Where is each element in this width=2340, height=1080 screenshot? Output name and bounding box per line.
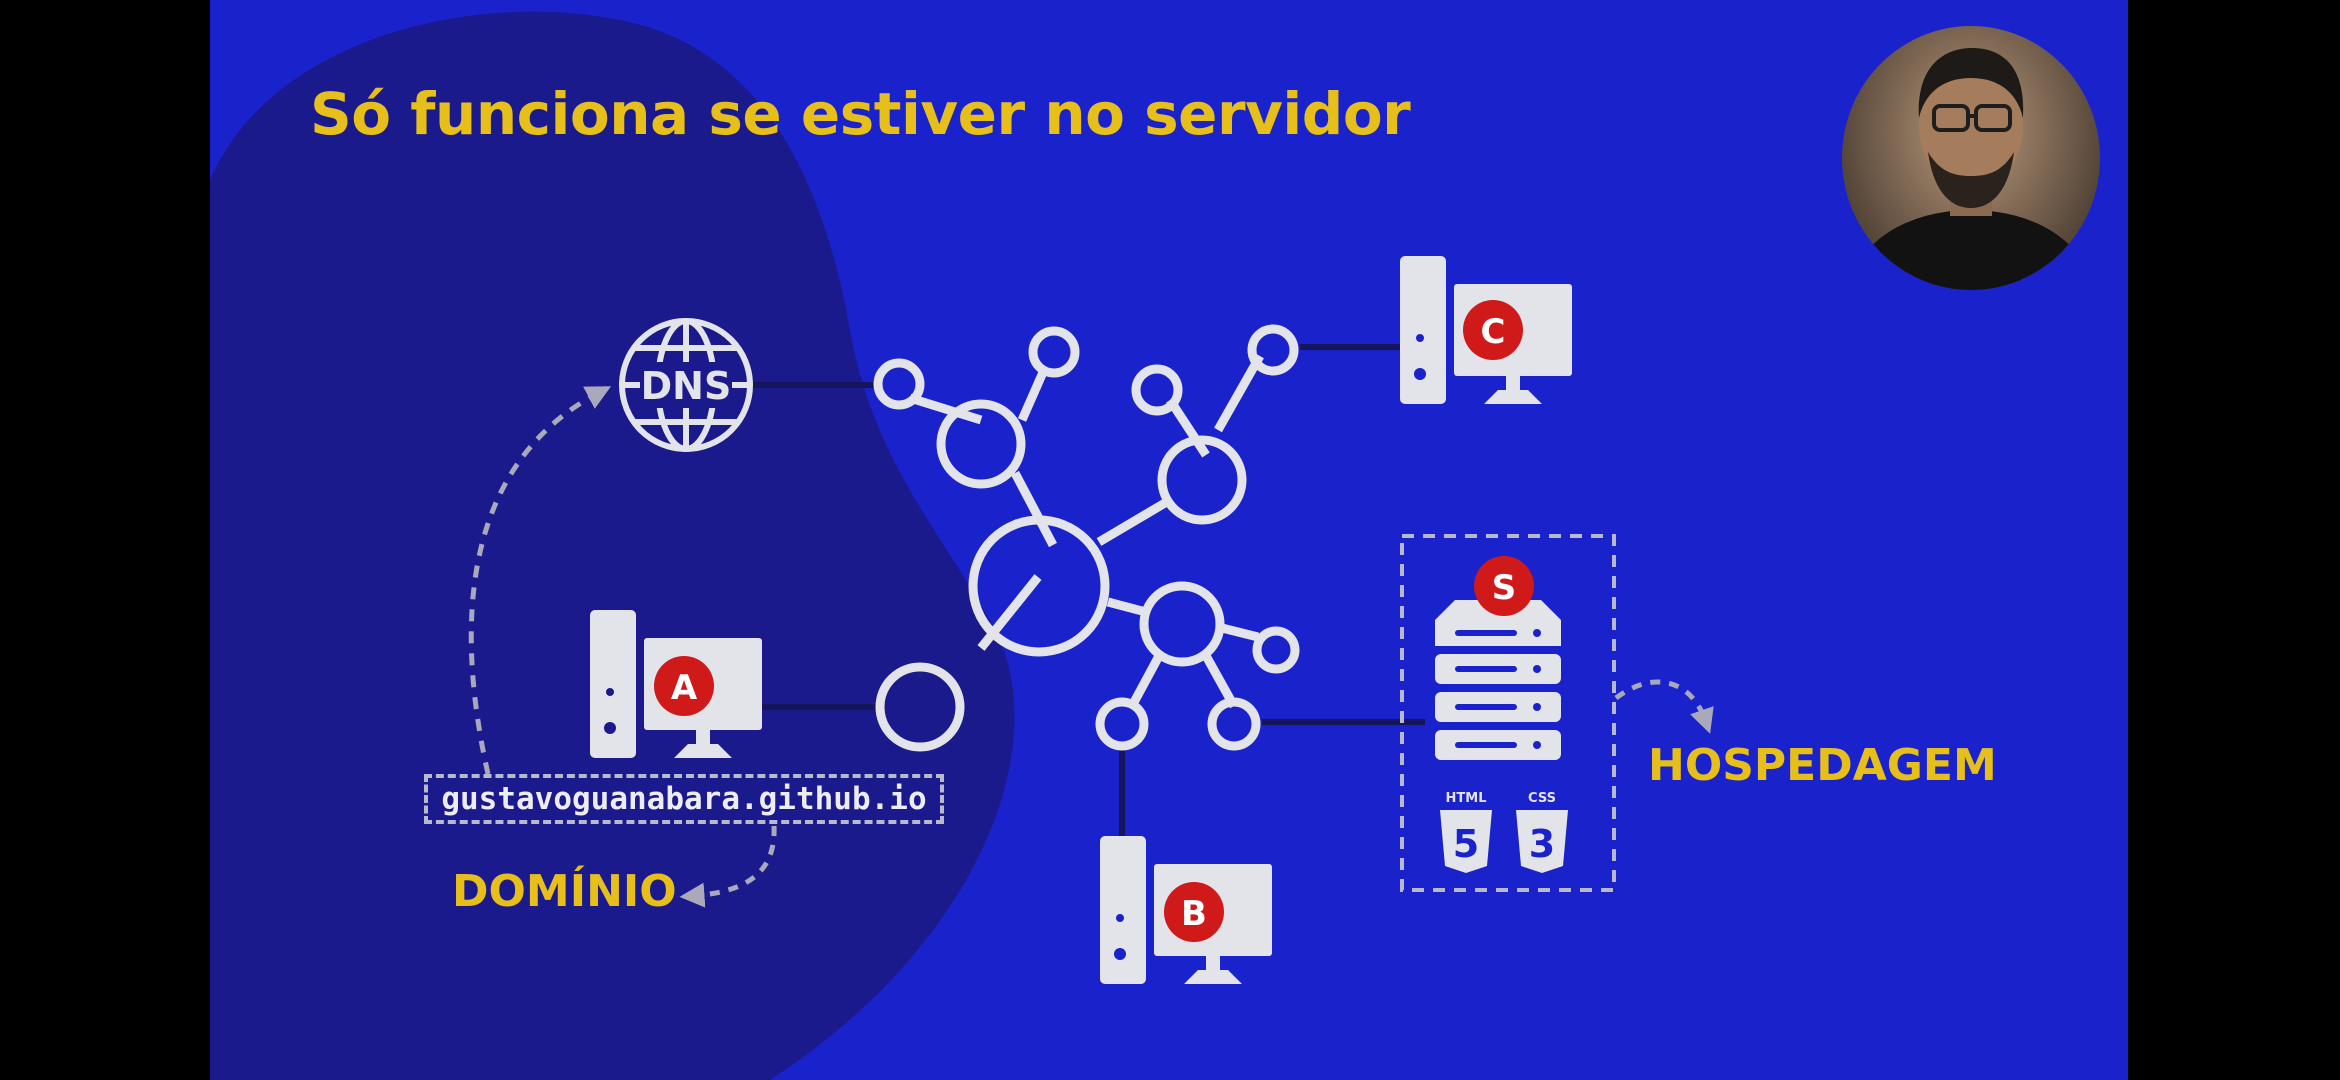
connector-lines: [740, 344, 1425, 836]
html5-icon: [1440, 810, 1492, 873]
html-label: HTML: [1446, 791, 1487, 806]
computer-c-badge-letter: C: [1481, 312, 1506, 352]
css3-icon: [1516, 810, 1568, 873]
computer-icon-a: [590, 610, 762, 758]
hosting-dashed-box: [1400, 534, 1616, 892]
network-diagram: DNS A C B: [210, 11, 1714, 1080]
server-badge-letter: S: [1492, 568, 1517, 608]
computer-a-badge: [654, 656, 714, 716]
slide-title: Só funciona se estiver no servidor: [310, 80, 1411, 148]
domain-label-arrow: [679, 825, 777, 908]
network-hub-icon: [873, 324, 1300, 752]
computer-icon-c: [1400, 256, 1572, 404]
hosting-label-arrow: [1614, 679, 1714, 734]
computer-b-badge: [1164, 882, 1224, 942]
server-badge: [1474, 556, 1534, 616]
css3-number: 3: [1529, 822, 1555, 866]
domain-label: DOMÍNIO: [452, 866, 677, 917]
computer-b-badge-letter: B: [1181, 894, 1207, 934]
slide: DNS A C B: [210, 0, 2128, 1080]
presenter-webcam: [1842, 26, 2100, 290]
background-blob: [210, 11, 1015, 1080]
css-label: CSS: [1528, 791, 1556, 806]
domain-box: gustavoguanabara.github.io: [424, 774, 944, 824]
domain-to-dns-arrow: [468, 386, 612, 775]
server-icon: [1435, 600, 1561, 760]
hosting-label: HOSPEDAGEM: [1648, 740, 1997, 791]
computer-c-badge: [1463, 300, 1523, 360]
computer-icon-b: [1100, 836, 1272, 984]
computer-a-badge-letter: A: [671, 668, 698, 708]
html5-number: 5: [1453, 822, 1479, 866]
dns-icon-label: DNS: [641, 364, 732, 408]
